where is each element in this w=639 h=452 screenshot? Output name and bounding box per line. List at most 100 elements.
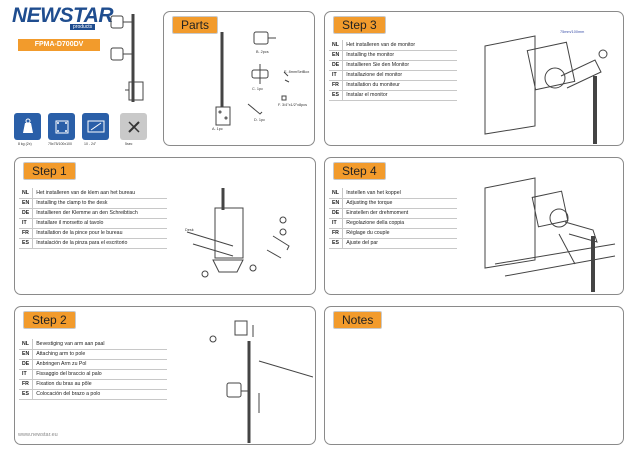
step2-illustration [209,320,313,443]
instruction-text: Ajuste del par [342,238,457,249]
instruction-text: Installazione del monitor [342,70,457,81]
step2-title: Step 2 [23,311,76,329]
language-code: IT [329,70,344,81]
instruction-text: Het installeren van de monitor [342,40,457,51]
weight-icon [14,113,41,140]
language-code: FR [329,228,344,239]
instruction-text: Installing the clamp to the desk [32,198,167,209]
language-code: IT [329,218,344,229]
language-code: FR [19,379,34,390]
language-code: EN [329,50,344,61]
step1-illustration [186,188,290,278]
instruction-text: Instalación de la pinza para el escritor… [32,238,167,249]
instruction-text: Installation du moniteur [342,80,457,91]
parts-panel: Parts A. 1pc B. 2pcs C. 1pc D. 1pc E. 8m… [163,11,315,146]
instruction-text: Het installeren van de klem aan het bure… [32,188,167,199]
brand-wordmark: NEWSTAR [12,4,114,27]
instruction-text: Bevestiging van arm aan paal [32,339,167,350]
instruction-text: Instellen van het koppel [342,188,457,199]
instruction-text: Regolazione della coppia [342,218,457,229]
spec-row: 8 kg (2x) 75x75/100x100 10 - 24" 5sec [14,113,154,149]
language-code: ES [19,389,34,400]
language-code: FR [329,80,344,91]
step3-title: Step 3 [333,16,386,34]
language-code: NL [19,339,34,350]
instruction-text: Fixation du bras au pôle [32,379,167,390]
step3-dimension-label: 75mm/100mm [560,30,585,34]
language-code: DE [19,208,34,219]
language-code: IT [19,369,34,380]
instruction-text: Installing the monitor [342,50,457,61]
model-number: FPMA-D700DV [18,39,100,51]
parts-illustration [215,31,290,126]
language-code: ES [329,90,344,101]
screen-size-icon [82,113,109,140]
language-code: DE [19,359,34,370]
language-code: DE [329,60,344,71]
step4-title: Step 4 [333,162,386,180]
language-code: NL [329,188,344,199]
instruction-text: Einstellen der drehmoment [342,208,457,219]
language-code: ES [329,238,344,249]
tools-icon [120,113,147,140]
language-code: NL [329,40,344,51]
instruction-text: Instalar el monitor [342,90,457,101]
part-e-label: E. 8mmSetBox [284,70,310,74]
brand-logo: NEWSTAR products [12,4,114,30]
instruction-text: Installieren der Klemme an den Schreibti… [32,208,167,219]
instruction-text: Installare il morsetto al tavolo [32,218,167,229]
desk-label: Desk [185,228,194,232]
parts-title: Parts [172,16,219,34]
language-code: FR [19,228,34,239]
step3-illustration [484,35,608,144]
instruction-text: Adjusting the torque [342,198,457,209]
language-code: NL [19,188,34,199]
instruction-text: Fissaggio del braccio al palo [32,369,167,380]
instruction-text: Colocación del brazo a polo [32,389,167,400]
part-d-label: D. 1pc [254,118,265,122]
instruction-text: Installieren Sie den Monitor [342,60,457,71]
product-illustration [110,14,144,102]
language-code: ES [19,238,34,249]
language-code: DE [329,208,344,219]
part-a-label: A. 1pc [212,127,223,131]
footer-url: www.newstar.eu [18,432,58,438]
instruction-text: Attaching arm to pole [32,349,167,360]
spec-weight-label: 8 kg (2x) [18,142,32,146]
vesa-icon [48,113,75,140]
part-b-label: B. 2pcs [256,50,269,54]
instruction-text: Installation de la pince pour le bureau [32,228,167,239]
instruction-text: Anbringen Arm zu Pol [32,359,167,370]
spec-screen-label: 10 - 24" [84,142,97,146]
instruction-text: Réglage du couple [342,228,457,239]
part-c-label: C. 1pc [252,87,263,91]
